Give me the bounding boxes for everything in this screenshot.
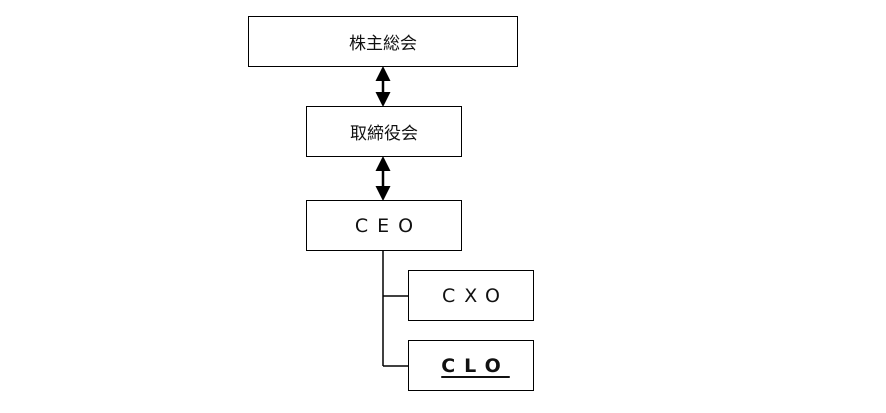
node-label: CXO [441,284,510,307]
node-cxo: CXO [408,270,534,321]
node-label: CLO [441,354,510,377]
node-label: CEO [354,214,423,237]
node-label: 株主総会 [349,34,417,54]
node-shareholders-meeting: 株主総会 [248,16,518,67]
node-label: 取締役会 [350,124,418,144]
node-clo: CLO [408,340,534,391]
node-board-of-directors: 取締役会 [306,106,462,157]
node-ceo: CEO [306,200,462,251]
